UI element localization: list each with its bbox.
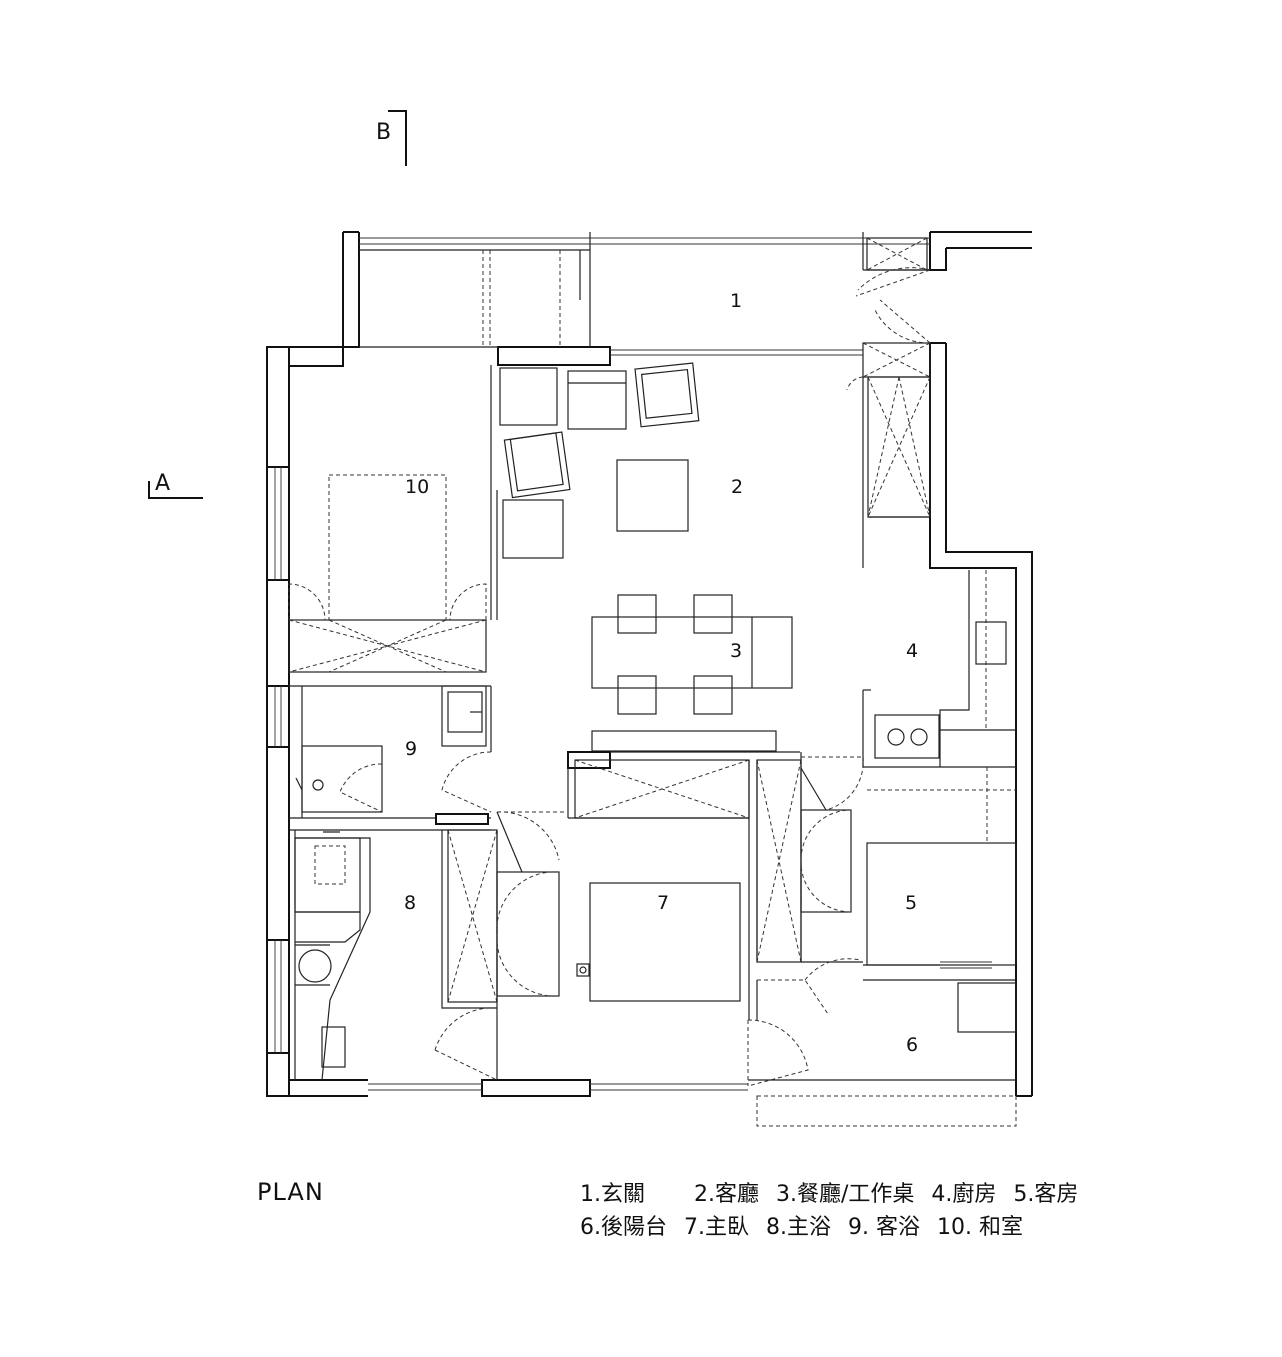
room-label-4: 4 <box>906 640 918 662</box>
room-label-1: 1 <box>730 290 742 312</box>
kitchen <box>862 570 1016 767</box>
section-marker-b: B <box>376 110 407 166</box>
legend-item: 3.餐廳/工作桌 <box>776 1182 915 1207</box>
master-closets <box>441 811 567 1080</box>
room-label-5: 5 <box>905 892 917 914</box>
room-label-3: 3 <box>730 640 742 662</box>
room-label-10: 10 <box>405 476 429 498</box>
legend-item: 9. 客浴 <box>848 1215 920 1240</box>
service-balcony <box>748 980 1017 1127</box>
legend-item: 5.客房 <box>1013 1182 1079 1207</box>
section-label-b: B <box>376 120 391 145</box>
tatami-room <box>288 365 498 687</box>
master-bathroom <box>294 830 498 1081</box>
legend-item: 6.後陽台 <box>580 1215 667 1240</box>
windows <box>274 237 992 1091</box>
living-room-furniture <box>499 362 931 568</box>
dining-furniture <box>591 594 793 715</box>
section-marker-a: A <box>148 471 203 499</box>
legend-item: 8.主浴 <box>766 1215 831 1240</box>
room-labels: 1 2 3 4 5 6 7 8 9 10 <box>404 290 918 1056</box>
section-label-a: A <box>155 471 170 496</box>
legend-row-2: 6.後陽台 7.主臥 8.主浴 9. 客浴 10. 和室 <box>580 1211 1240 1244</box>
guest-room <box>757 756 1017 1015</box>
legend-item: 1.玄關 <box>580 1182 645 1207</box>
room-label-8: 8 <box>404 892 416 914</box>
legend-item: 2.客廳 <box>694 1182 759 1207</box>
legend-item: 4.廚房 <box>931 1182 997 1207</box>
room-legend: 1.玄關 2.客廳 3.餐廳/工作桌 4.廚房 5.客房 6.後陽台 7.主臥 … <box>580 1178 1240 1244</box>
room-label-7: 7 <box>657 892 669 914</box>
legend-item: 7.主臥 <box>684 1215 749 1240</box>
room-label-6: 6 <box>906 1034 918 1056</box>
guest-bathroom <box>289 685 492 831</box>
room-label-9: 9 <box>405 738 417 760</box>
room-label-2: 2 <box>731 476 743 498</box>
legend-item: 10. 和室 <box>936 1215 1023 1240</box>
exterior-walls <box>266 231 1033 1097</box>
plan-title: PLAN <box>257 1178 324 1206</box>
master-bedroom <box>567 730 809 1087</box>
front-balcony <box>359 232 931 378</box>
legend-row-1: 1.玄關 2.客廳 3.餐廳/工作桌 4.廚房 5.客房 <box>580 1178 1240 1211</box>
